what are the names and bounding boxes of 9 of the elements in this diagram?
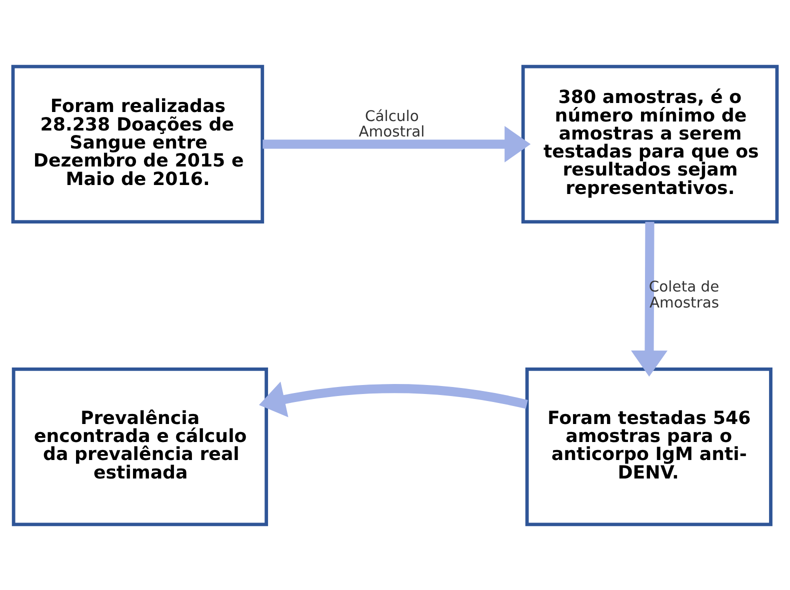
node-box: 380 amostras, é o número mínimo de amostras a serem testadas para que os resultados sejam representativos. [521,64,779,224]
node-box: Prevalência encontrada e cálculo da prevalência real estimada [12,366,268,526]
node-box: Foram testadas 546 amostras para o anticorpo IgM anti-DENV. [525,366,772,526]
edge-label: Cálculo Amostral [358,107,425,140]
node-box: Foram realizadas 28.238 Doações de Sangue entre Dezembro de 2015 e Maio de 2016. [11,64,264,224]
edge-label: Coleta de Amostras [648,278,720,311]
arrow [262,125,531,162]
arrow [258,381,528,417]
arrow [631,221,668,376]
